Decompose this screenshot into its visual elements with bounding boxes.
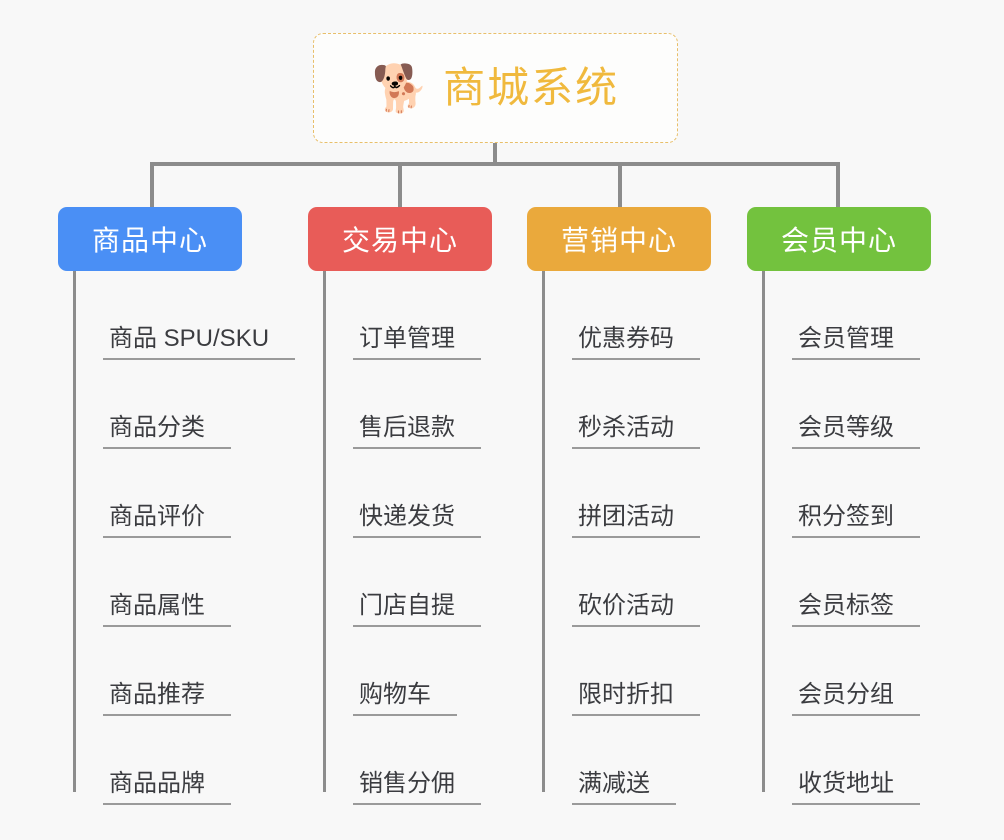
leaf-item[interactable]: 会员标签 [762,538,920,627]
branch-column-trade: 交易中心 订单管理 售后退款 快递发货 门店自提 购物车 销售分佣 [308,207,492,805]
leaf-item[interactable]: 会员管理 [762,271,920,360]
branch-header-label: 会员中心 [780,225,897,256]
branch-spine-connector [542,271,545,792]
branch-header-label: 商品中心 [91,225,208,256]
branch-header-label: 营销中心 [560,225,677,256]
branch-header-trade[interactable]: 交易中心 [308,207,492,271]
shiba-dog-icon: 🐕 [371,62,430,114]
leaf-item[interactable]: 商品评价 [73,449,295,538]
branch-column-member: 会员中心 会员管理 会员等级 积分签到 会员标签 会员分组 收货地址 [747,207,931,805]
trunk-bar-connector [150,162,840,166]
leaf-label: 商品评价 [103,504,231,538]
branch-header-member[interactable]: 会员中心 [747,207,931,271]
branch-column-marketing: 营销中心 优惠券码 秒杀活动 拼团活动 砍价活动 限时折扣 满减送 [527,207,711,805]
leaf-label: 销售分佣 [353,771,481,805]
leaf-label: 商品分类 [103,415,231,449]
leaf-label: 砍价活动 [572,593,700,627]
branch-spine-connector [73,271,76,792]
leaf-label: 会员分组 [792,682,920,716]
branch-header-label: 交易中心 [341,225,458,256]
branch-drop-connector-1 [150,162,154,208]
leaf-item[interactable]: 收货地址 [762,716,920,805]
leaf-label: 会员等级 [792,415,920,449]
leaf-list-product: 商品 SPU/SKU 商品分类 商品评价 商品属性 商品推荐 商品品牌 [73,271,296,805]
root-stem-connector [493,143,497,164]
leaf-item[interactable]: 商品属性 [73,538,295,627]
root-title: 商城系统 [443,64,620,111]
leaf-item[interactable]: 购物车 [323,627,481,716]
leaf-item[interactable]: 会员等级 [762,360,920,449]
leaf-item[interactable]: 限时折扣 [542,627,700,716]
leaf-item[interactable]: 商品推荐 [73,627,295,716]
leaf-item[interactable]: 销售分佣 [323,716,481,805]
branch-spine-connector [762,271,765,792]
leaf-item[interactable]: 快递发货 [323,449,481,538]
leaf-label: 商品推荐 [103,682,231,716]
branch-drop-connector-3 [618,162,622,208]
branch-header-product[interactable]: 商品中心 [58,207,242,271]
leaf-label: 售后退款 [353,415,481,449]
leaf-item[interactable]: 积分签到 [762,449,920,538]
leaf-item[interactable]: 拼团活动 [542,449,700,538]
leaf-item[interactable]: 满减送 [542,716,700,805]
leaf-item[interactable]: 订单管理 [323,271,481,360]
leaf-item[interactable]: 会员分组 [762,627,920,716]
leaf-item[interactable]: 商品品牌 [73,716,295,805]
leaf-label: 商品 SPU/SKU [103,326,296,360]
leaf-label: 满减送 [572,771,676,805]
leaf-label: 收货地址 [792,771,920,805]
leaf-label: 快递发货 [353,504,481,538]
leaf-label: 秒杀活动 [572,415,700,449]
leaf-label: 商品品牌 [103,771,231,805]
leaf-label: 限时折扣 [572,682,700,716]
branch-drop-connector-2 [398,162,402,208]
leaf-label: 门店自提 [353,593,481,627]
leaf-label: 优惠券码 [572,326,700,360]
leaf-label: 会员管理 [792,326,920,360]
leaf-item[interactable]: 商品 SPU/SKU [73,271,296,360]
leaf-item[interactable]: 商品分类 [73,360,295,449]
leaf-item[interactable]: 售后退款 [323,360,481,449]
leaf-item[interactable]: 优惠券码 [542,271,700,360]
leaf-label: 购物车 [353,682,457,716]
leaf-item[interactable]: 门店自提 [323,538,481,627]
leaf-list-member: 会员管理 会员等级 积分签到 会员标签 会员分组 收货地址 [762,271,920,805]
leaf-label: 积分签到 [792,504,920,538]
root-node[interactable]: 🐕 商城系统 [313,33,678,143]
leaf-label: 商品属性 [103,593,231,627]
leaf-list-trade: 订单管理 售后退款 快递发货 门店自提 购物车 销售分佣 [323,271,481,805]
leaf-item[interactable]: 秒杀活动 [542,360,700,449]
branch-spine-connector [323,271,326,792]
leaf-label: 订单管理 [353,326,481,360]
branch-column-product: 商品中心 商品 SPU/SKU 商品分类 商品评价 商品属性 商品推荐 商品品牌 [58,207,296,805]
branch-drop-connector-4 [836,162,840,208]
leaf-label: 拼团活动 [572,504,700,538]
branch-header-marketing[interactable]: 营销中心 [527,207,711,271]
leaf-item[interactable]: 砍价活动 [542,538,700,627]
leaf-list-marketing: 优惠券码 秒杀活动 拼团活动 砍价活动 限时折扣 满减送 [542,271,700,805]
leaf-label: 会员标签 [792,593,920,627]
